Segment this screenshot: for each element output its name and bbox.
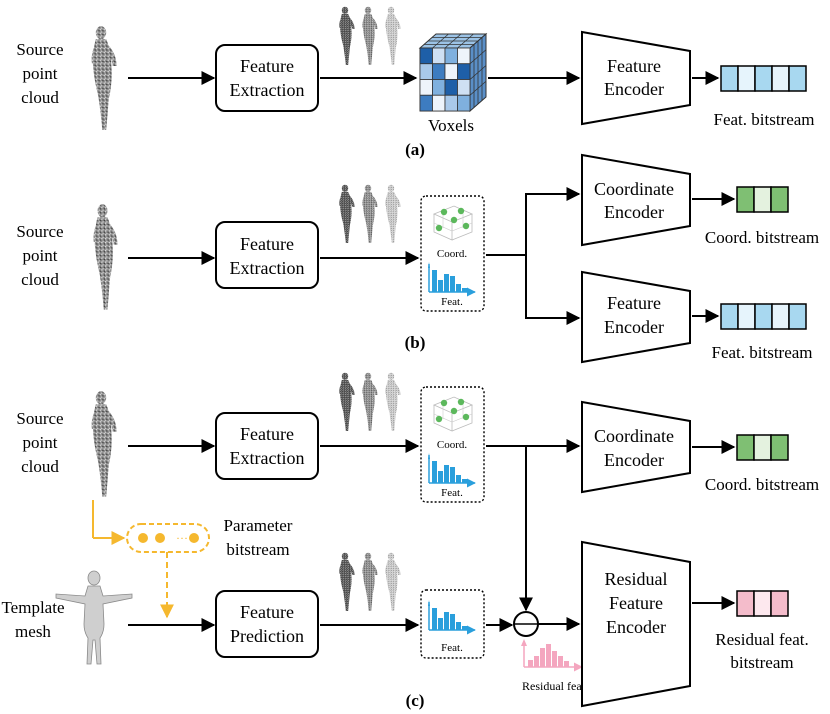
coord-bitstream-bar: [736, 186, 789, 213]
panel-a: Source point cloud Feature Extraction: [16, 6, 815, 159]
panel-b: Source point cloud Feature Extraction Co…: [16, 153, 819, 364]
template-mesh-icon: [55, 570, 133, 665]
multi-view-point-clouds: [339, 372, 401, 432]
source-label-line2: point: [23, 433, 58, 452]
feat-bitstream-bar: [720, 303, 807, 330]
coord-label: Coord.: [437, 248, 468, 260]
panel-a-label: (a): [405, 140, 425, 159]
feature-encoder-trapezoid: [581, 30, 691, 126]
source-label-line1: Source: [16, 40, 63, 59]
residual-feat-label: Residual feat.: [522, 679, 588, 693]
residual-bitstream-bar: [736, 590, 789, 617]
voxels-label: Voxels: [428, 116, 474, 135]
source-label-line3: cloud: [21, 88, 59, 107]
feat-bitstream-label: Feat. bitstream: [713, 110, 814, 129]
feature-extraction-line2: Extraction: [230, 80, 305, 100]
source-point-cloud-icon: [91, 391, 117, 497]
feature-extraction-line1: Feature: [240, 424, 294, 444]
parameter-bitstream-line1: Parameter: [224, 516, 293, 535]
feature-extraction-line1: Feature: [240, 56, 294, 76]
panel-b-label: (b): [405, 333, 426, 352]
feature-encoder-trapezoid: [581, 270, 691, 364]
panel-c: Source point cloud Feature Extraction Co…: [1, 372, 819, 710]
coord-bitstream-bar: [736, 434, 789, 461]
coordinate-encoder-trapezoid: [581, 153, 691, 247]
coordinate-encoder-line2: Encoder: [604, 202, 664, 222]
predicted-feat-label: Feat.: [441, 642, 463, 654]
feat-label: Feat.: [441, 487, 463, 499]
coordinate-encoder-trapezoid: [581, 400, 691, 494]
residual-bitstream-line2: bitstream: [730, 653, 793, 672]
multi-view-point-clouds: [339, 184, 401, 244]
source-label-line3: cloud: [21, 457, 59, 476]
feature-extraction-line1: Feature: [240, 234, 294, 254]
feature-extraction-box: [215, 412, 319, 480]
template-label-line2: mesh: [15, 622, 51, 641]
feat-label: Feat.: [441, 296, 463, 308]
source-point-cloud-icon: [91, 26, 117, 130]
source-label-line2: point: [23, 64, 58, 83]
coordinate-encoder-line1: Coordinate: [594, 179, 674, 199]
feature-extraction-line2: Extraction: [230, 258, 305, 278]
coordinate-encoder-line2: Encoder: [604, 450, 664, 470]
feature-prediction-box: [215, 590, 319, 658]
residual-bitstream-line1: Residual feat.: [715, 630, 808, 649]
feature-extraction-line2: Extraction: [230, 448, 305, 468]
coordinate-encoder-line1: Coordinate: [594, 426, 674, 446]
coord-label: Coord.: [437, 439, 468, 451]
feature-extraction-box: [215, 221, 319, 289]
predicted-point-clouds: [339, 552, 401, 612]
feat-bitstream-bar: [720, 65, 807, 92]
param-dots: ···: [176, 531, 188, 545]
feat-bitstream-label: Feat. bitstream: [711, 343, 812, 362]
feature-encoder-line2: Encoder: [604, 317, 664, 337]
source-label-line1: Source: [16, 222, 63, 241]
source-label-line3: cloud: [21, 270, 59, 289]
template-label-line1: Template: [1, 598, 64, 617]
residual-encoder-line2: Feature: [609, 593, 663, 613]
residual-encoder-line3: Encoder: [606, 617, 666, 637]
feature-prediction-line1: Feature: [240, 602, 294, 622]
panel-c-label: (c): [406, 691, 425, 710]
parameter-bitstream-line2: bitstream: [226, 540, 289, 559]
coord-bitstream-label: Coord. bitstream: [705, 475, 819, 494]
multi-view-point-clouds: [339, 6, 401, 66]
source-point-cloud-icon: [93, 204, 118, 310]
feature-prediction-line2: Prediction: [230, 626, 304, 646]
residual-histogram-icon: [521, 639, 583, 672]
residual-feature-encoder-trapezoid: [581, 540, 691, 708]
residual-encoder-line1: Residual: [605, 569, 668, 589]
source-label-line2: point: [23, 246, 58, 265]
voxels-cube-icon: [418, 32, 488, 113]
feature-extraction-box: [215, 44, 319, 112]
coord-bitstream-label: Coord. bitstream: [705, 228, 819, 247]
feature-encoder-line1: Feature: [607, 56, 661, 76]
source-label-line1: Source: [16, 409, 63, 428]
feature-encoder-line1: Feature: [607, 293, 661, 313]
feature-encoder-line2: Encoder: [604, 79, 664, 99]
